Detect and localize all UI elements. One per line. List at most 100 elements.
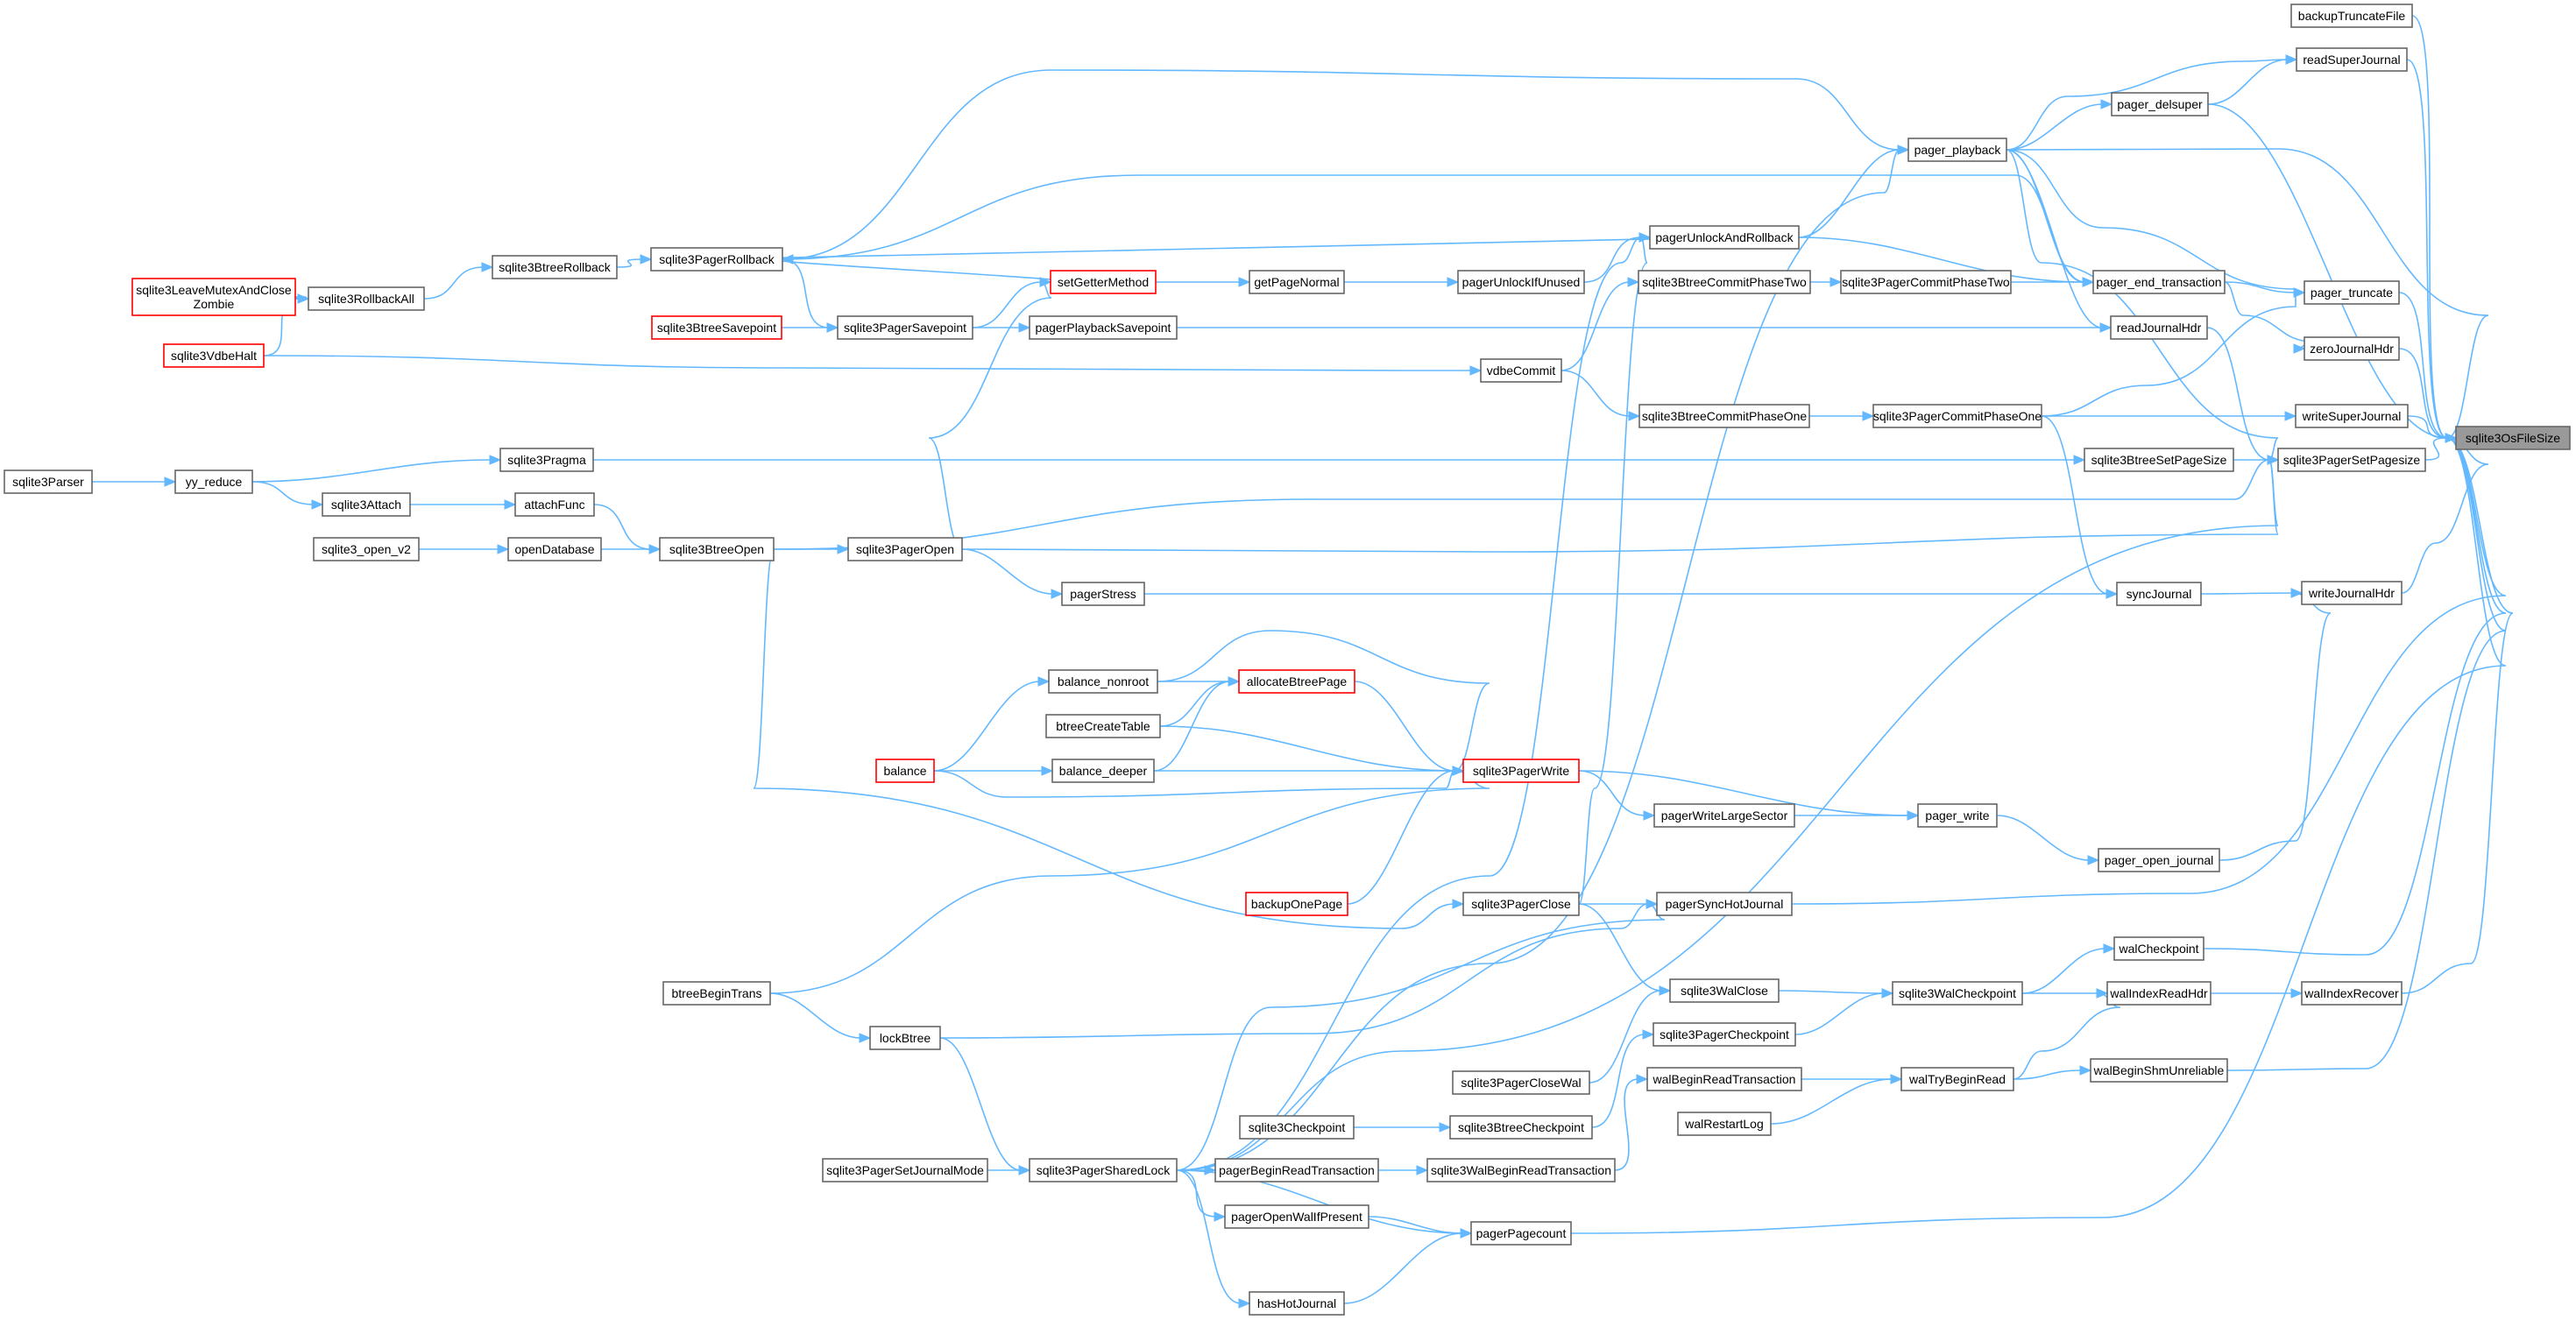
node-balance_nonroot[interactable]: balance_nonroot — [1048, 669, 1158, 694]
node-sqlite3PagerSetJournalMode[interactable]: sqlite3PagerSetJournalMode — [822, 1158, 988, 1182]
node-sqlite3BtreeCheckpoint[interactable]: sqlite3BtreeCheckpoint — [1449, 1115, 1593, 1140]
edge-sqlite3PagerCommitPhaseOne-to-pager_truncate — [2041, 287, 2306, 417]
node-label: sqlite3_open_v2 — [322, 542, 411, 556]
node-sqlite3BtreeCommitPhaseOne[interactable]: sqlite3BtreeCommitPhaseOne — [1638, 404, 1810, 428]
node-box — [1649, 225, 1800, 250]
node-box — [499, 448, 594, 472]
node-syncJournal[interactable]: syncJournal — [2116, 582, 2202, 606]
node-pagerWriteLargeSector[interactable]: pagerWriteLargeSector — [1653, 803, 1795, 828]
edge-line — [1159, 681, 1231, 727]
node-walBeginReadTransaction[interactable]: walBeginReadTransaction — [1646, 1067, 1802, 1091]
node-pager_write[interactable]: pager_write — [1917, 803, 1998, 828]
node-setGetterMethod[interactable]: setGetterMethod — [1050, 270, 1157, 294]
node-balance[interactable]: balance — [875, 759, 935, 783]
node-pager_end_transaction[interactable]: pager_end_transaction — [2092, 270, 2226, 294]
node-sqlite3BtreeSavepoint[interactable]: sqlite3BtreeSavepoint — [651, 315, 782, 340]
node-pager_playback[interactable]: pager_playback — [1907, 138, 2007, 162]
node-readSuperJournal[interactable]: readSuperJournal — [2296, 47, 2408, 72]
node-pagerUnlockAndRollback[interactable]: pagerUnlockAndRollback — [1649, 225, 1800, 250]
node-lockBtree[interactable]: lockBtree — [869, 1026, 941, 1050]
node-sqlite3PagerClose[interactable]: sqlite3PagerClose — [1462, 892, 1580, 916]
node-balance_deeper[interactable]: balance_deeper — [1051, 759, 1155, 783]
node-backupOnePage[interactable]: backupOnePage — [1245, 892, 1348, 916]
node-sqlite3VdbeHalt[interactable]: sqlite3VdbeHalt — [163, 343, 265, 368]
node-sqlite3WalClose[interactable]: sqlite3WalClose — [1669, 978, 1780, 1003]
edge-sqlite3PagerClose-to-sqlite3WalClose — [1578, 903, 1672, 996]
node-walBeginShmUnreliable[interactable]: walBeginShmUnreliable — [2090, 1058, 2228, 1083]
node-walRestartLog[interactable]: walRestartLog — [1677, 1112, 1772, 1136]
edge-line — [1614, 1078, 1639, 1171]
node-label: pagerBeginReadTransaction — [1219, 1163, 1375, 1177]
edge-line — [1794, 992, 1885, 1035]
node-sqlite3PagerSetPagesize[interactable]: sqlite3PagerSetPagesize — [2277, 448, 2426, 472]
node-walIndexRecover[interactable]: walIndexRecover — [2301, 981, 2403, 1006]
node-zeroJournalHdr[interactable]: zeroJournalHdr — [2304, 336, 2400, 361]
node-sqlite3OsFileSize[interactable]: sqlite3OsFileSize — [2455, 426, 2571, 450]
node-sqlite3Parser[interactable]: sqlite3Parser — [4, 469, 93, 494]
node-box — [1238, 669, 1355, 694]
node-sqlite3RollbackAll[interactable]: sqlite3RollbackAll — [308, 286, 425, 311]
node-readJournalHdr[interactable]: readJournalHdr — [2110, 315, 2208, 340]
node-sqlite3PagerCommitPhaseOne[interactable]: sqlite3PagerCommitPhaseOne — [1872, 404, 2042, 428]
node-walTryBeginRead[interactable]: walTryBeginRead — [1900, 1067, 2014, 1091]
node-sqlite3_open_v2[interactable]: sqlite3_open_v2 — [313, 537, 420, 561]
node-label: pager_truncate — [2311, 286, 2393, 300]
node-sqlite3Attach[interactable]: sqlite3Attach — [322, 492, 411, 517]
node-box — [1051, 759, 1155, 783]
node-sqlite3PagerOpen[interactable]: sqlite3PagerOpen — [847, 537, 963, 561]
node-vdbeCommit[interactable]: vdbeCommit — [1480, 358, 1562, 383]
edge-sqlite3PagerSharedLock-to-pagerSyncHotJournal — [1176, 899, 1666, 1171]
node-sqlite3Checkpoint[interactable]: sqlite3Checkpoint — [1239, 1115, 1355, 1140]
node-label: btreeCreateTable — [1056, 719, 1150, 733]
node-sqlite3WalBeginReadTransaction[interactable]: sqlite3WalBeginReadTransaction — [1426, 1158, 1616, 1182]
node-pagerUnlockIfUnused[interactable]: pagerUnlockIfUnused — [1457, 270, 1585, 294]
node-attachFunc[interactable]: attachFunc — [514, 492, 595, 517]
node-sqlite3BtreeOpen[interactable]: sqlite3BtreeOpen — [659, 537, 775, 561]
node-pagerPagecount[interactable]: pagerPagecount — [1470, 1221, 1572, 1246]
node-label: pagerPlaybackSavepoint — [1036, 321, 1171, 335]
node-walCheckpoint[interactable]: walCheckpoint — [2113, 936, 2204, 961]
edge-line — [1153, 681, 1231, 772]
node-hasHotJournal[interactable]: hasHotJournal — [1249, 1291, 1345, 1316]
node-sqlite3PagerCheckpoint[interactable]: sqlite3PagerCheckpoint — [1652, 1022, 1796, 1047]
node-pagerPlaybackSavepoint[interactable]: pagerPlaybackSavepoint — [1029, 315, 1178, 340]
node-pager_truncate[interactable]: pager_truncate — [2304, 280, 2400, 305]
node-sqlite3BtreeRollback[interactable]: sqlite3BtreeRollback — [492, 255, 618, 279]
edge-sqlite3BtreeRollback-to-sqlite3PagerRollback — [616, 254, 653, 268]
node-sqlite3BtreeSetPageSize[interactable]: sqlite3BtreeSetPageSize — [2084, 448, 2234, 472]
node-walIndexReadHdr[interactable]: walIndexReadHdr — [2106, 981, 2212, 1006]
node-btreeCreateTable[interactable]: btreeCreateTable — [1045, 714, 1161, 738]
node-sqlite3WalCheckpoint[interactable]: sqlite3WalCheckpoint — [1892, 981, 2023, 1006]
node-pagerStress[interactable]: pagerStress — [1061, 582, 1145, 606]
node-getPageNormal[interactable]: getPageNormal — [1249, 270, 1345, 294]
node-sqlite3PagerRollback[interactable]: sqlite3PagerRollback — [650, 247, 783, 272]
node-backupTruncateFile[interactable]: backupTruncateFile — [2290, 4, 2413, 28]
node-writeJournalHdr[interactable]: writeJournalHdr — [2301, 581, 2403, 605]
edge-sqlite3BtreeOpen-to-sqlite3PagerSetPagesize — [773, 455, 2280, 550]
node-sqlite3PagerWrite[interactable]: sqlite3PagerWrite — [1462, 759, 1580, 783]
node-sqlite3Pragma[interactable]: sqlite3Pragma — [499, 448, 594, 472]
node-btreeBeginTrans[interactable]: btreeBeginTrans — [662, 981, 771, 1006]
node-pagerSyncHotJournal[interactable]: pagerSyncHotJournal — [1656, 892, 1793, 916]
node-sqlite3PagerSavepoint[interactable]: sqlite3PagerSavepoint — [837, 315, 973, 340]
node-writeSuperJournal[interactable]: writeSuperJournal — [2295, 404, 2409, 428]
node-pager_delsuper[interactable]: pager_delsuper — [2111, 92, 2209, 116]
node-pagerBeginReadTransaction[interactable]: pagerBeginReadTransaction — [1214, 1158, 1379, 1182]
node-yy_reduce[interactable]: yy_reduce — [174, 469, 253, 494]
node-label: walBeginReadTransaction — [1652, 1072, 1796, 1086]
node-sqlite3PagerSharedLock[interactable]: sqlite3PagerSharedLock — [1029, 1158, 1178, 1182]
node-allocateBtreePage[interactable]: allocateBtreePage — [1238, 669, 1355, 694]
node-pager_open_journal[interactable]: pager_open_journal — [2098, 848, 2220, 872]
edge-line — [2207, 103, 2448, 439]
node-pagerOpenWalIfPresent[interactable]: pagerOpenWalIfPresent — [1224, 1204, 1369, 1229]
node-box — [492, 255, 618, 279]
node-openDatabase[interactable]: openDatabase — [507, 537, 602, 561]
node-label: walIndexReadHdr — [2109, 986, 2208, 1000]
node-box — [514, 492, 595, 517]
node-sqlite3BtreeCommitPhaseTwo[interactable]: sqlite3BtreeCommitPhaseTwo — [1638, 270, 1811, 294]
node-sqlite3PagerCommitPhaseTwo[interactable]: sqlite3PagerCommitPhaseTwo — [1840, 270, 2012, 294]
node-sqlite3PagerCloseWal[interactable]: sqlite3PagerCloseWal — [1452, 1070, 1590, 1095]
node-box — [1045, 714, 1161, 738]
node-box — [2111, 92, 2209, 116]
